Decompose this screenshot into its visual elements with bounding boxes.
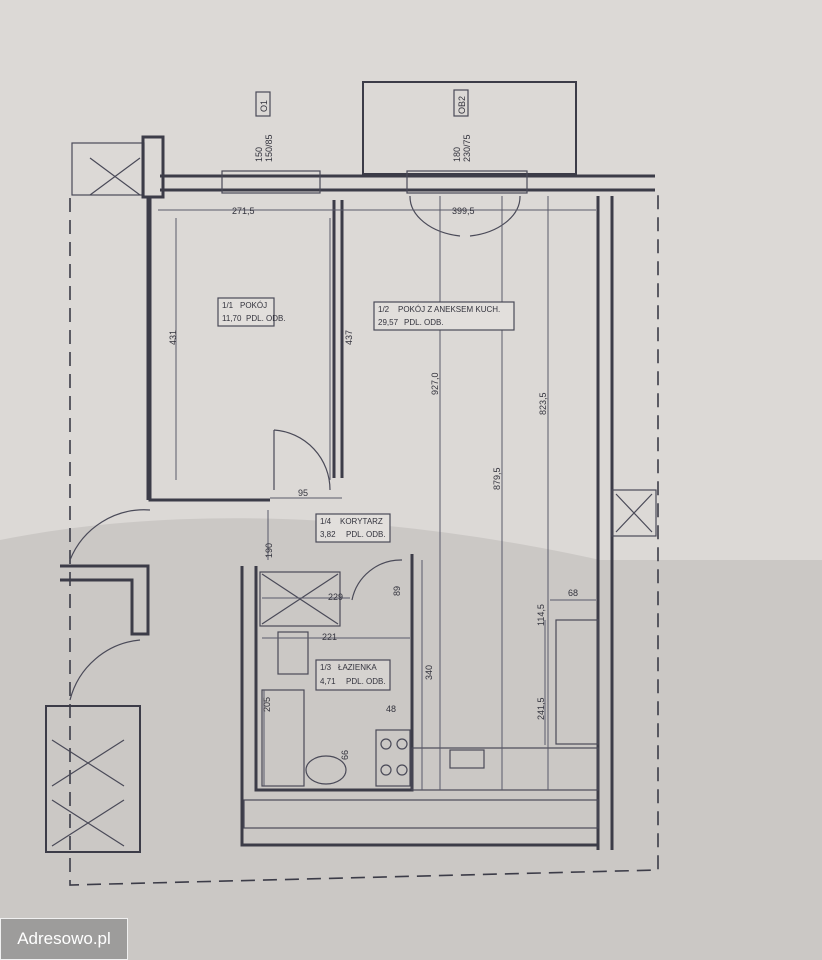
- kitchen-counter: [411, 747, 599, 791]
- dim-kitchen-depth: 114,5: [536, 604, 546, 626]
- dim-bath-w2: 221: [322, 632, 337, 642]
- fridge: [555, 619, 599, 745]
- room-label-1-4: 1/4 KORYTARZ 3,82 PDL. ODB.: [315, 513, 391, 543]
- shaft-top-left: [71, 142, 145, 196]
- window-ob2-frame: [406, 170, 528, 194]
- svg-text:1/4: 1/4: [320, 517, 332, 526]
- dim-width-room1: 271,5: [232, 206, 255, 216]
- bathroom-door-arc: [351, 559, 403, 601]
- room-label-1-3: 1/3 ŁAZIENKA 4,71 PDL. ODB.: [315, 659, 391, 691]
- dim-height-partition: 437: [344, 330, 354, 345]
- svg-text:3,82: 3,82: [320, 530, 336, 539]
- svg-text:11,70: 11,70: [222, 314, 242, 323]
- shaft-right-cross: [615, 493, 653, 533]
- watermark-logo[interactable]: Adresowo.pl: [0, 918, 128, 960]
- balcony-door-arc: [409, 195, 521, 237]
- dim-stove-w: 48: [386, 704, 396, 714]
- entrance-door-arc: [69, 509, 151, 701]
- dim-height-927: 927,0: [430, 372, 440, 395]
- door-room-1-1: [273, 429, 331, 491]
- shaft-top-left-cross: [89, 157, 141, 196]
- window-tag-ob2: 180 230/75 OB2: [452, 89, 472, 162]
- partition-1-2: [332, 200, 344, 478]
- dim-height-room1: 431: [168, 330, 178, 345]
- shaft-right: [611, 489, 657, 537]
- shaft-bottom-left: [45, 705, 141, 853]
- svg-text:150: 150: [254, 147, 264, 162]
- corridor-dimension: [267, 497, 342, 560]
- svg-text:POKÓJ: POKÓJ: [240, 301, 267, 310]
- dim-kitchen-gap: 68: [568, 588, 578, 598]
- dim-kitchen-h: 241,5: [536, 697, 546, 720]
- dim-width-room2: 399,5: [452, 206, 475, 216]
- washing-machine: [277, 631, 309, 675]
- dimension-lines: [158, 196, 596, 790]
- room-label-1-1: 1/1 POKÓJ 11,70 PDL. ODB.: [217, 297, 286, 327]
- dim-height-879: 879,5: [492, 467, 502, 490]
- window-o1-frame: [221, 170, 321, 194]
- svg-text:KORYTARZ: KORYTARZ: [340, 517, 383, 526]
- shaft-bottom-left-cross: [51, 739, 125, 847]
- column-top-left: [141, 135, 165, 199]
- kitchen-sink: [449, 749, 485, 769]
- dim-bath-door: 89: [392, 586, 402, 596]
- svg-text:1/1: 1/1: [222, 301, 234, 310]
- svg-text:1/2: 1/2: [378, 305, 390, 314]
- svg-text:ŁAZIENKA: ŁAZIENKA: [338, 663, 377, 672]
- toilet: [305, 755, 347, 785]
- dim-height-823: 823,5: [538, 392, 548, 415]
- dim-bath-w1: 229: [328, 592, 343, 602]
- svg-text:230/75: 230/75: [462, 134, 472, 162]
- room-label-1-2: 1/2 POKÓJ Z ANEKSEM KUCH. 29,57 PDL. ODB…: [373, 301, 515, 331]
- dim-corridor-depth: 190: [264, 543, 274, 558]
- svg-text:PDL. ODB.: PDL. ODB.: [404, 318, 444, 327]
- stove: [375, 729, 411, 787]
- bathroom-walls: [240, 554, 598, 847]
- boundary-dashed: [69, 190, 659, 886]
- svg-text:29,57: 29,57: [378, 318, 399, 327]
- svg-text:OB2: OB2: [457, 96, 467, 114]
- svg-text:1/3: 1/3: [320, 663, 332, 672]
- svg-text:PDL. ODB.: PDL. ODB.: [346, 530, 386, 539]
- svg-text:POKÓJ Z ANEKSEM KUCH.: POKÓJ Z ANEKSEM KUCH.: [398, 305, 500, 314]
- dim-sink-h: 66: [340, 750, 350, 760]
- svg-text:O1: O1: [259, 100, 269, 112]
- entrance-wall: [60, 564, 150, 636]
- bathtub: [261, 689, 305, 787]
- svg-text:PDL. ODB.: PDL. ODB.: [246, 314, 286, 323]
- balcony-outline: [362, 81, 577, 175]
- room-1-1-walls: [146, 198, 270, 502]
- dim-bath-h: 340: [424, 665, 434, 680]
- bath-shaft-cross: [261, 573, 339, 625]
- bottom-counter: [243, 799, 599, 829]
- bath-shaft: [259, 571, 341, 627]
- svg-text:180: 180: [452, 147, 462, 162]
- dim-corridor-width: 95: [298, 488, 308, 498]
- window-tag-o1: 150 150/85 O1: [254, 91, 274, 162]
- svg-text:4,71: 4,71: [320, 677, 336, 686]
- svg-text:PDL. ODB.: PDL. ODB.: [346, 677, 386, 686]
- dim-bath-side: 205: [262, 697, 272, 712]
- svg-text:150/85: 150/85: [264, 134, 274, 162]
